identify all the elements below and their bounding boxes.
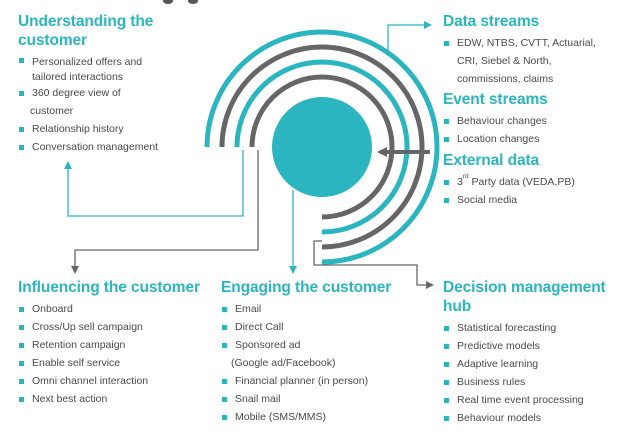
list-item: Adaptive learning	[443, 355, 635, 373]
list-item: Snail mail	[221, 390, 391, 408]
arrow-to-decision-hub	[313, 240, 434, 289]
list-item: Onboard	[18, 300, 200, 318]
clipped-glyph	[163, 0, 173, 4]
list-item: Real time event processing	[443, 391, 635, 409]
list-item: Omni channel interaction	[18, 372, 200, 390]
ring-inner-gray	[249, 74, 395, 220]
list-item-continuation: commissions, claims	[457, 73, 554, 85]
engaging-section: Engaging the customer Email Direct Call …	[221, 278, 391, 426]
list-item-continuation: customer	[30, 105, 74, 117]
engaging-heading: Engaging the customer	[221, 279, 392, 296]
list-item: Relationship history	[18, 120, 158, 138]
list-item: Enable self service	[18, 354, 200, 372]
list-item: Statistical forecasting	[443, 319, 635, 337]
list-item: Email	[221, 300, 391, 318]
list-item: Personalized offers and	[18, 54, 158, 69]
event-streams-section: Event streams Behaviour changes Location…	[443, 90, 548, 148]
arrow-to-understanding	[64, 150, 244, 217]
decision-hub-heading: Decision management hub	[443, 279, 606, 315]
ring-inner-teal	[234, 59, 410, 235]
hub-circle	[272, 97, 372, 197]
list-item: Mobile (SMS/MMS)	[221, 408, 391, 426]
list-item: Next best action	[18, 390, 200, 408]
heading-line: customer	[18, 32, 87, 49]
list-item: Behaviour models	[443, 409, 635, 427]
list-item: 360 degree view of	[18, 84, 158, 102]
list-item: Behaviour changes	[443, 112, 548, 130]
item-text: 3	[457, 176, 463, 188]
influencing-heading: Influencing the customer	[18, 279, 200, 296]
list-item: Business rules	[443, 373, 635, 391]
list-item: Direct Call	[221, 318, 391, 336]
list-item-continuation: tailored interactions	[32, 71, 124, 83]
data-streams-heading: Data streams	[443, 13, 540, 30]
list-item: 3rd Party data (VEDA,PB)	[443, 173, 575, 191]
data-streams-section: Data streams EDW, NTBS, CVTT, Actuarial,…	[443, 12, 596, 88]
ring-outer-teal	[204, 29, 440, 265]
list-item: Sponsored ad	[221, 336, 391, 354]
understanding-section: Understanding the customer Personalized …	[18, 12, 158, 156]
list-item: Predictive models	[443, 337, 635, 355]
list-item: Location changes	[443, 130, 548, 148]
understanding-heading: Understanding the customer	[18, 12, 158, 50]
superscript: rd	[462, 173, 469, 180]
arrow-to-data-streams	[387, 21, 432, 56]
external-data-heading: External data	[443, 152, 540, 169]
list-item: Financial planner (in person)	[221, 372, 391, 390]
influencing-section: Influencing the customer Onboard Cross/U…	[18, 278, 200, 408]
list-item: Cross/Up sell campaign	[18, 318, 200, 336]
list-item: Retention campaign	[18, 336, 200, 354]
ring-outer-gray	[219, 44, 425, 250]
list-item-continuation: CRI, Siebel & North,	[457, 55, 552, 67]
list-item: Social media	[443, 191, 575, 209]
item-text: Party data (VEDA,PB)	[468, 176, 575, 188]
clipped-glyph	[188, 0, 198, 4]
list-item: Conversation management	[18, 138, 158, 156]
decision-hub-section: Decision management hub Statistical fore…	[443, 278, 635, 427]
external-data-section: External data 3rd Party data (VEDA,PB) S…	[443, 151, 575, 209]
heading-line: Understanding the	[18, 13, 154, 30]
event-streams-heading: Event streams	[443, 91, 548, 108]
list-item-continuation: (Google ad/Facebook)	[231, 357, 336, 369]
list-item: EDW, NTBS, CVTT, Actuarial,	[443, 34, 596, 52]
arrow-to-influencing	[71, 150, 259, 274]
